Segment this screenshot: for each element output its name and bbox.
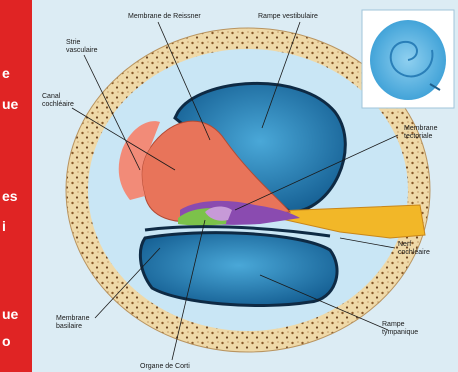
label-basilaire-line2: basilaire: [56, 323, 82, 330]
banner-text-fragment: ue: [2, 307, 18, 321]
label-canal-line1: Canal: [42, 93, 61, 100]
label-organe-de-corti: Organe de Corti: [140, 363, 190, 370]
cochlea-illustration-panel: Membrane de Reissner Rampe vestibulaire …: [32, 0, 458, 372]
scala-tympani: [140, 233, 337, 306]
label-nerf-line2: cochléaire: [398, 249, 430, 256]
label-tectoriale-line1: Membrane: [404, 125, 438, 132]
banner-text-fragment: e: [2, 66, 10, 80]
banner-text-fragment: i: [2, 219, 6, 233]
label-rampe-tympanique-line1: Rampe: [382, 321, 405, 328]
left-red-banner: e ue es i ue o: [0, 0, 32, 372]
cochlea-thumbnail-icon: [370, 20, 446, 100]
label-rampe-tympanique-line2: tympanique: [382, 329, 418, 336]
banner-text-fragment: es: [2, 189, 18, 203]
label-membrane-de-reissner: Membrane de Reissner: [128, 13, 201, 20]
label-rampe-vestibulaire: Rampe vestibulaire: [258, 13, 318, 20]
label-strie-line1: Strie: [66, 39, 81, 46]
label-nerf-line1: Nerf: [398, 241, 411, 248]
label-canal-line2: cochléaire: [42, 101, 74, 108]
label-tectoriale-line2: tectoriale: [404, 133, 433, 140]
cochlea-cross-section: Membrane de Reissner Rampe vestibulaire …: [32, 0, 458, 372]
label-strie-line2: vasculaire: [66, 47, 98, 54]
label-basilaire-line1: Membrane: [56, 315, 90, 322]
banner-text-fragment: o: [2, 334, 11, 348]
banner-text-fragment: ue: [2, 97, 18, 111]
